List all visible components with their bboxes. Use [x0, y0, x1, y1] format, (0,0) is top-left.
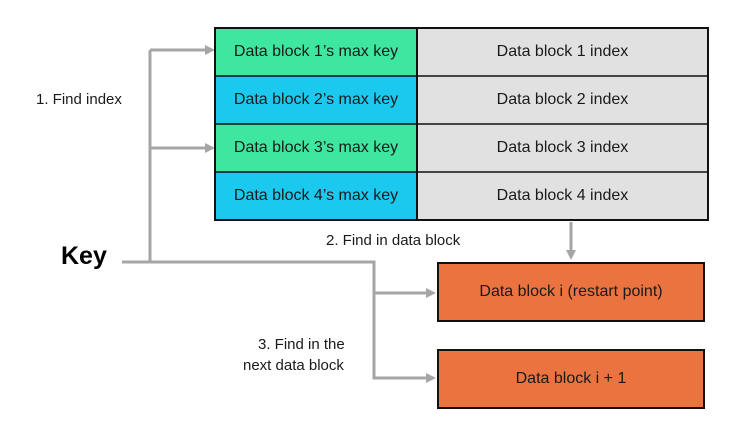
key-label: Key — [61, 242, 107, 270]
max-key-cell-3: Data block 3’s max key — [215, 124, 417, 172]
index-cell-2: Data block 2 index — [417, 76, 708, 124]
max-key-cell-2: Data block 2’s max key — [215, 76, 417, 124]
data-block-i: Data block i (restart point) — [437, 262, 705, 322]
step-3-label-line-2: next data block — [243, 357, 344, 374]
index-cell-1: Data block 1 index — [417, 28, 708, 76]
step-2-label: 2. Find in data block — [326, 232, 461, 249]
step-3-label-line-1: 3. Find in the — [258, 336, 345, 353]
index-cell-4: Data block 4 index — [417, 172, 708, 220]
index-cell-3: Data block 3 index — [417, 124, 708, 172]
step-1-label: 1. Find index — [36, 91, 122, 108]
arrow-to-data-block-i-plus-1 — [150, 260, 436, 383]
max-key-cell-1: Data block 1’s max key — [215, 28, 417, 76]
max-key-cell-4: Data block 4’s max key — [215, 172, 417, 220]
data-block-i-plus-1: Data block i + 1 — [437, 349, 705, 409]
